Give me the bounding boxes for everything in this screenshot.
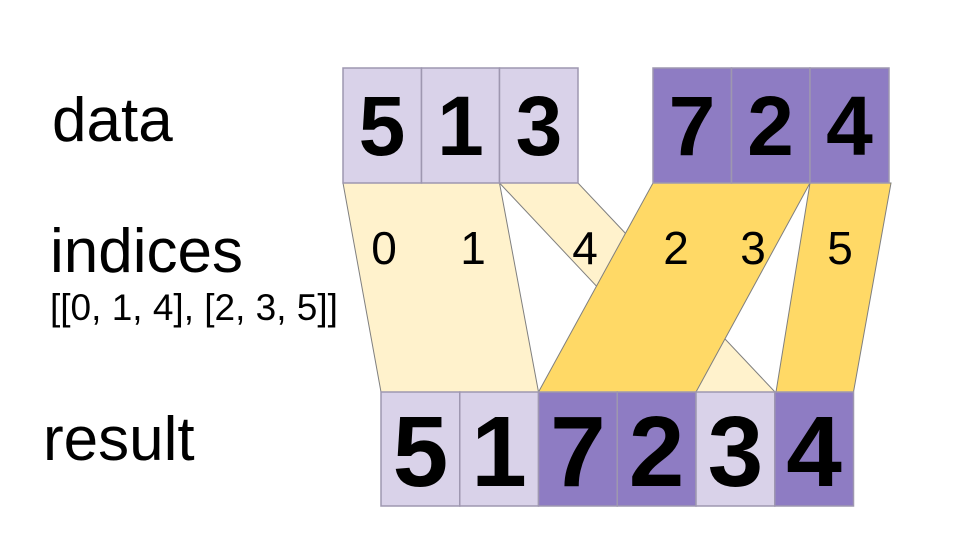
data-cell — [809, 67, 890, 184]
result-cell-value: 2 — [629, 396, 685, 508]
data-cell-value: 7 — [669, 79, 716, 173]
band-index-0-1 — [342, 182, 540, 393]
indices-row-label: indices — [50, 217, 243, 286]
data-row-group1: 5 1 3 — [342, 67, 579, 184]
result-cell — [695, 391, 776, 507]
result-row-label: result — [43, 405, 195, 474]
result-cell-value: 3 — [708, 396, 764, 508]
row-labels: data indices [[0, 1, 4], [2, 3, 5]] resu… — [43, 86, 338, 474]
data-row-label: data — [52, 86, 173, 155]
data-cell — [730, 67, 811, 184]
result-cell — [774, 391, 855, 507]
result-cell-value: 7 — [550, 396, 606, 508]
data-cell-value: 4 — [826, 79, 873, 173]
index-label-3: 3 — [740, 222, 766, 274]
result-cell-value: 5 — [393, 396, 449, 508]
index-label-0: 0 — [371, 222, 397, 274]
data-cell-value: 1 — [437, 79, 484, 173]
result-cell — [459, 391, 540, 507]
index-label-2: 2 — [663, 222, 689, 274]
data-cell — [420, 67, 501, 184]
data-cell-value: 2 — [747, 79, 794, 173]
index-bands: 0 1 4 2 3 5 — [342, 182, 892, 393]
result-cell — [380, 391, 461, 507]
index-label-4: 4 — [572, 222, 598, 274]
data-cell-value: 3 — [516, 79, 563, 173]
data-cell-value: 5 — [359, 79, 406, 173]
result-cell — [616, 391, 697, 507]
data-cell — [498, 67, 579, 184]
data-row-group2: 7 2 4 — [652, 67, 890, 184]
result-cell-value: 4 — [786, 396, 842, 508]
index-label-5: 5 — [827, 222, 853, 274]
result-cell-value: 1 — [471, 396, 527, 508]
index-label-1: 1 — [460, 222, 486, 274]
indices-array-label: [[0, 1, 4], [2, 3, 5]] — [50, 287, 338, 328]
result-row: 5 1 7 2 3 4 — [380, 391, 855, 508]
